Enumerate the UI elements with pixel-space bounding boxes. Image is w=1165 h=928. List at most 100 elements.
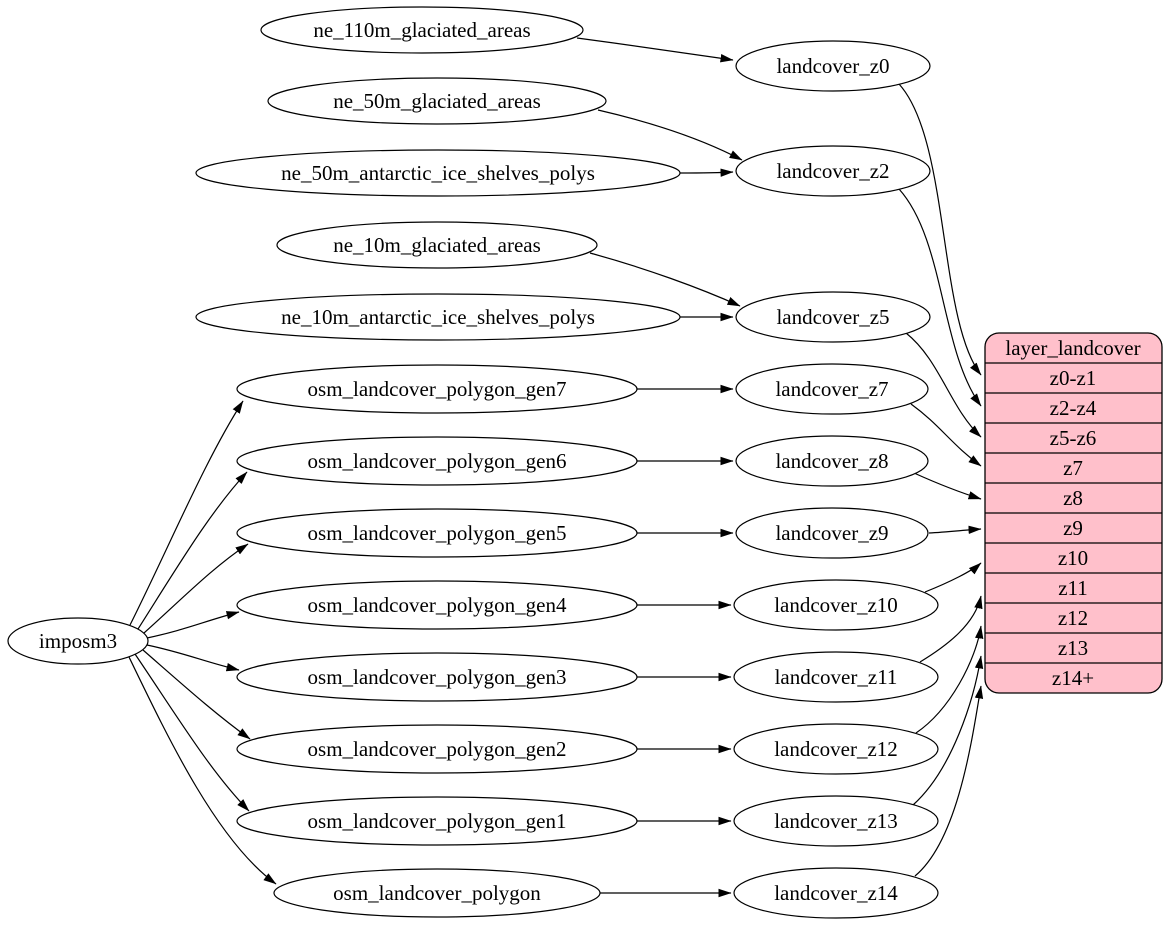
- node-ne-50m-glaciated-areas-label: ne_50m_glaciated_areas: [333, 89, 541, 113]
- layer-landcover-row-z0-z1: z0-z1: [1050, 366, 1097, 390]
- node-ne-10m-antarctic-ice-shelves-polys-label: ne_10m_antarctic_ice_shelves_polys: [281, 305, 595, 329]
- node-landcover-z12-label: landcover_z12: [774, 737, 898, 761]
- node-landcover-z10: landcover_z10: [733, 579, 939, 631]
- node-landcover-z5: landcover_z5: [735, 291, 931, 343]
- node-ne-50m-antarctic-ice-shelves-polys: ne_50m_antarctic_ice_shelves_polys: [195, 149, 681, 197]
- node-ne-10m-glaciated-areas-shape: [276, 221, 598, 269]
- node-osm-landcover-polygon-gen2-label: osm_landcover_polygon_gen2: [308, 737, 567, 761]
- edge-landcover-z9-to-row-z9: [928, 525, 982, 534]
- node-osm-landcover-polygon-gen1-shape: [236, 796, 638, 846]
- edge-imposm3-to-osm-landcover-polygon-gen6: [137, 471, 248, 630]
- node-osm-landcover-polygon-gen3-label: osm_landcover_polygon_gen3: [308, 665, 567, 689]
- node-landcover-z11-shape: [733, 651, 939, 703]
- edge-landcover-z11-to-row-z11: [919, 595, 983, 663]
- node-osm-landcover-polygon-gen6: osm_landcover_polygon_gen6: [236, 436, 638, 486]
- node-landcover-z7-label: landcover_z7: [775, 377, 888, 401]
- edge-landcover-z2-to-row-z2-z4: [898, 188, 982, 407]
- node-landcover-z12-shape: [733, 723, 939, 775]
- node-landcover-z7-shape: [735, 363, 929, 415]
- edge-landcover-z10-to-row-z10: [924, 562, 982, 593]
- node-landcover-z9-label: landcover_z9: [775, 521, 888, 545]
- node-osm-landcover-polygon-gen6-label: osm_landcover_polygon_gen6: [308, 449, 567, 473]
- node-osm-landcover-polygon-gen1: osm_landcover_polygon_gen1: [236, 796, 638, 846]
- node-landcover-z2: landcover_z2: [735, 145, 931, 197]
- node-imposm3-shape: [7, 617, 149, 665]
- edge-imposm3-to-osm-landcover-polygon-gen3: [146, 644, 240, 672]
- node-ne-50m-glaciated-areas: ne_50m_glaciated_areas: [267, 77, 607, 125]
- node-osm-landcover-polygon-gen7-label: osm_landcover_polygon_gen7: [308, 377, 567, 401]
- layer-landcover-row-z11: z11: [1058, 576, 1088, 600]
- node-osm-landcover-polygon-gen5: osm_landcover_polygon_gen5: [236, 508, 638, 558]
- node-landcover-z13: landcover_z13: [733, 795, 939, 847]
- node-osm-landcover-polygon-shape: [273, 868, 601, 918]
- node-ne-10m-antarctic-ice-shelves-polys-shape: [195, 293, 681, 341]
- node-ne-110m-glaciated-areas-label: ne_110m_glaciated_areas: [313, 18, 530, 42]
- edge-imposm3-to-osm-landcover-polygon-gen1: [134, 653, 250, 812]
- node-ne-10m-glaciated-areas-label: ne_10m_glaciated_areas: [333, 233, 541, 257]
- node-osm-landcover-polygon-gen2: osm_landcover_polygon_gen2: [236, 724, 638, 774]
- node-osm-landcover-polygon-gen4: osm_landcover_polygon_gen4: [236, 580, 638, 630]
- node-osm-landcover-polygon-gen7: osm_landcover_polygon_gen7: [236, 364, 638, 414]
- node-osm-landcover-polygon-gen7-shape: [236, 364, 638, 414]
- edge-ne-110m-glaciated-areas-to-landcover-z0: [576, 37, 734, 63]
- edge-landcover-z12-to-row-z12: [915, 625, 984, 734]
- node-landcover-z13-shape: [733, 795, 939, 847]
- node-landcover-z8: landcover_z8: [735, 435, 929, 487]
- node-landcover-z8-label: landcover_z8: [775, 449, 888, 473]
- node-osm-landcover-polygon-gen6-shape: [236, 436, 638, 486]
- node-landcover-z5-label: landcover_z5: [776, 305, 889, 329]
- layer-landcover-row-z8: z8: [1063, 486, 1083, 510]
- node-osm-landcover-polygon-gen3-shape: [236, 652, 638, 702]
- layer-landcover-title: layer_landcover: [1005, 336, 1140, 360]
- edge-landcover-z8-to-row-z8: [913, 472, 982, 500]
- edge-imposm3-to-osm-landcover-polygon-gen2: [142, 649, 251, 740]
- edge-imposm3-to-osm-landcover-polygon: [128, 656, 277, 885]
- edge-landcover-z0-to-row-z0-z1: [898, 83, 982, 376]
- layer-landcover-row-z9: z9: [1063, 516, 1083, 540]
- edge-landcover-z7-to-row-z7: [910, 403, 982, 467]
- node-osm-landcover-polygon-label: osm_landcover_polygon: [333, 881, 541, 905]
- edge-landcover-z5-to-row-z5-z6: [905, 332, 982, 438]
- node-osm-landcover-polygon-gen1-label: osm_landcover_polygon_gen1: [308, 809, 567, 833]
- node-osm-landcover-polygon-gen2-shape: [236, 724, 638, 774]
- node-osm-landcover-polygon-gen5-shape: [236, 508, 638, 558]
- node-landcover-z7: landcover_z7: [735, 363, 929, 415]
- node-landcover-z10-shape: [733, 579, 939, 631]
- node-imposm3: imposm3: [7, 617, 149, 665]
- layer-landcover-row-z7: z7: [1063, 456, 1083, 480]
- node-imposm3-label: imposm3: [39, 629, 117, 653]
- node-landcover-z0: landcover_z0: [735, 40, 931, 92]
- node-ne-10m-glaciated-areas: ne_10m_glaciated_areas: [276, 221, 598, 269]
- edge-landcover-z14-to-row-z14plus: [914, 685, 984, 877]
- node-landcover-z8-shape: [735, 435, 929, 487]
- node-landcover-z2-label: landcover_z2: [776, 159, 889, 183]
- node-ne-50m-glaciated-areas-shape: [267, 77, 607, 125]
- node-landcover-z10-label: landcover_z10: [774, 593, 898, 617]
- node-landcover-z0-label: landcover_z0: [776, 54, 889, 78]
- node-layer-landcover: layer_landcover z0-z1 z2-z4 z5-z6 z7 z8 …: [984, 332, 1163, 694]
- edge-imposm3-to-osm-landcover-polygon-gen4: [146, 611, 240, 639]
- edges-layer: [128, 37, 984, 898]
- node-landcover-z14-shape: [733, 867, 939, 919]
- node-landcover-z11: landcover_z11: [733, 651, 939, 703]
- layer-landcover-row-z12: z12: [1058, 606, 1088, 630]
- node-landcover-z2-shape: [735, 145, 931, 197]
- node-landcover-z9: landcover_z9: [735, 507, 929, 559]
- edge-imposm3-to-osm-landcover-polygon-gen5: [143, 543, 249, 634]
- node-landcover-z13-label: landcover_z13: [774, 809, 898, 833]
- node-ne-110m-glaciated-areas: ne_110m_glaciated_areas: [260, 6, 584, 54]
- layer-landcover-row-z5-z6: z5-z6: [1050, 426, 1097, 450]
- node-osm-landcover-polygon-gen5-label: osm_landcover_polygon_gen5: [308, 521, 567, 545]
- edge-ne-50m-glaciated-areas-to-landcover-z2: [597, 109, 743, 161]
- edge-imposm3-to-osm-landcover-polygon-gen7: [129, 400, 244, 626]
- node-ne-50m-antarctic-ice-shelves-polys-label: ne_50m_antarctic_ice_shelves_polys: [281, 161, 595, 185]
- node-osm-landcover-polygon-gen4-shape: [236, 580, 638, 630]
- node-ne-50m-antarctic-ice-shelves-polys-shape: [195, 149, 681, 197]
- node-landcover-z0-shape: [735, 40, 931, 92]
- node-landcover-z12: landcover_z12: [733, 723, 939, 775]
- node-osm-landcover-polygon-gen3: osm_landcover_polygon_gen3: [236, 652, 638, 702]
- node-osm-landcover-polygon: osm_landcover_polygon: [273, 868, 601, 918]
- layer-landcover-row-z10: z10: [1058, 546, 1088, 570]
- layer-landcover-row-z2-z4: z2-z4: [1050, 396, 1097, 420]
- edge-ne-10m-glaciated-areas-to-landcover-z5: [589, 252, 741, 307]
